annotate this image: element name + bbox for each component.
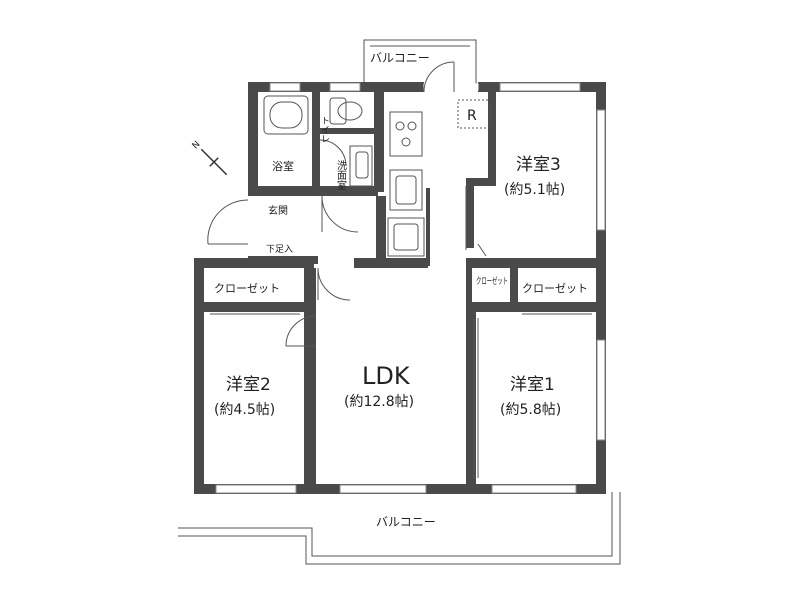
western1-name: 洋室1 <box>510 375 555 395</box>
balcony-bottom-label: バルコニー <box>376 515 436 529</box>
western3-name: 洋室3 <box>516 155 561 175</box>
stove-icon <box>389 111 423 157</box>
balcony-top-label: バルコニー <box>370 51 430 65</box>
ldk-size: (約12.8帖) <box>344 394 414 410</box>
western3-size: (約5.1帖) <box>504 182 565 198</box>
north-label: N <box>191 140 203 152</box>
western2-name: 洋室2 <box>226 375 271 395</box>
refrigerator-label: R <box>467 108 477 124</box>
entrance-label: 玄関 <box>268 204 288 217</box>
shoe-box-label: 下足入 <box>266 244 293 255</box>
washbasin-icon <box>349 145 373 187</box>
toilet-icon <box>329 97 363 125</box>
ldk-name: LDK <box>362 362 411 390</box>
north-arrow-icon: N <box>191 140 228 176</box>
washroom-label: 洗面室 <box>335 160 347 190</box>
washing-machine-icon <box>387 217 425 257</box>
western1-size: (約5.8帖) <box>500 402 561 418</box>
bath-label: 浴室 <box>272 159 294 173</box>
bathtub-icon <box>263 95 309 135</box>
sink-icon <box>389 169 423 211</box>
closet-small-label: クローゼット <box>476 275 508 287</box>
windows <box>215 82 606 494</box>
toilet-label: トイレ <box>319 116 330 143</box>
western2-size: (約4.5帖) <box>214 402 275 418</box>
closet-left-label: クローゼット <box>214 282 280 295</box>
closet-right-label: クローゼット <box>522 282 588 295</box>
refrigerator-icon <box>457 99 491 129</box>
balcony-bottom <box>178 492 621 565</box>
doors <box>207 61 487 478</box>
